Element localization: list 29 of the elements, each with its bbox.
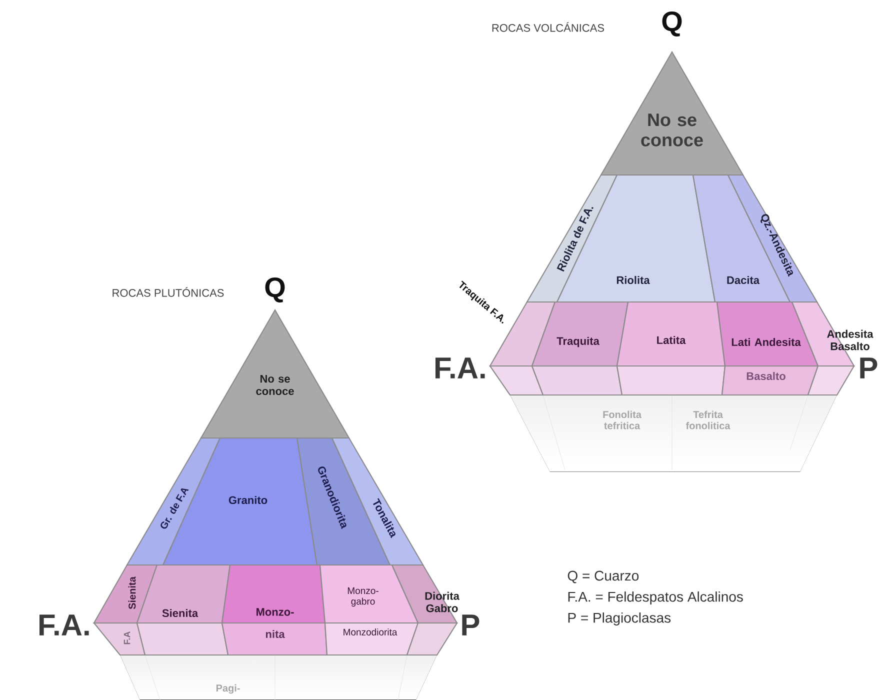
vertex-label: P	[462, 614, 480, 636]
classification-field: Lati Andesita	[716, 301, 819, 367]
classification-field: Diorita Gabro	[391, 564, 460, 624]
classification-field: Latita	[616, 301, 726, 367]
classification-field: Sienita	[93, 564, 158, 624]
legend-text: P = Plagioclasas	[568, 612, 671, 626]
faded-label: Fonolita tefritica	[603, 410, 642, 430]
faded-label: Pagi-	[216, 684, 240, 694]
classification-field: Sienita	[136, 564, 231, 624]
classification-field	[807, 365, 855, 396]
vertex-label: P	[860, 358, 878, 378]
classification-field	[616, 365, 726, 396]
classification-field: Gr. de F.A	[126, 437, 221, 566]
vertex-label: F.A.	[39, 614, 89, 636]
classification-field	[406, 622, 458, 656]
classification-field: nita	[221, 622, 328, 656]
group-label: ROCAS VOLCÁNICAS	[492, 22, 604, 32]
classification-field	[136, 622, 229, 656]
legend-text: F.A. = Feldespatos Alcalinos	[568, 591, 743, 605]
classification-field: Traquita	[531, 301, 629, 367]
faded-label: Tefrita fonolitica	[686, 410, 730, 430]
classification-field: Monzo- gabro	[319, 564, 419, 624]
classification-field: Monzo-	[221, 564, 326, 624]
classification-field: Basalto	[721, 365, 819, 396]
classification-field	[531, 365, 623, 396]
legend-text: Q = Cuarzo	[568, 570, 639, 584]
group-label: ROCAS PLUTÓNICAS	[112, 287, 224, 297]
vertex-label: F.A.	[435, 358, 485, 378]
classification-field: Monzodiorita	[324, 622, 419, 656]
